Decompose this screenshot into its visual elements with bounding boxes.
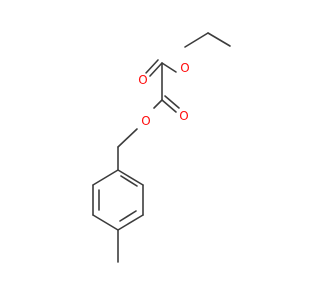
bond-carbonyl-2-b [164, 95, 180, 109]
ring-bond-4 [92, 214, 119, 231]
bonds [92, 32, 231, 263]
bond-ethyl-ch2-o [207, 32, 231, 47]
atom-oxygen-ester-ethyl: O [180, 61, 189, 75]
bond-o-ester-carbon [161, 62, 177, 73]
atom-labels: O O O O [136, 61, 192, 128]
chemical-structure: O O O O [92, 32, 231, 263]
atom-oxygen-ester-phenethyl: O [141, 114, 150, 128]
ring-bond-3 [117, 214, 144, 231]
bond-ethyl-ch3-ch2 [184, 32, 209, 48]
atom-oxygen-carbonyl-2: O [179, 109, 188, 123]
bond-o-ch2 [117, 128, 138, 148]
bond-ester-carbon-o [153, 99, 163, 109]
ring-double-2 [119, 210, 137, 222]
bond-carbonyl-2-a [161, 99, 177, 113]
ring-double-1 [120, 175, 138, 187]
atom-oxygen-carbonyl-1: O [138, 73, 147, 87]
ring-bond-1 [117, 169, 144, 186]
bond-carbonyl-1-a [149, 62, 163, 77]
ring-bond-6 [92, 169, 119, 186]
bond-carbonyl-1-b [145, 59, 159, 74]
